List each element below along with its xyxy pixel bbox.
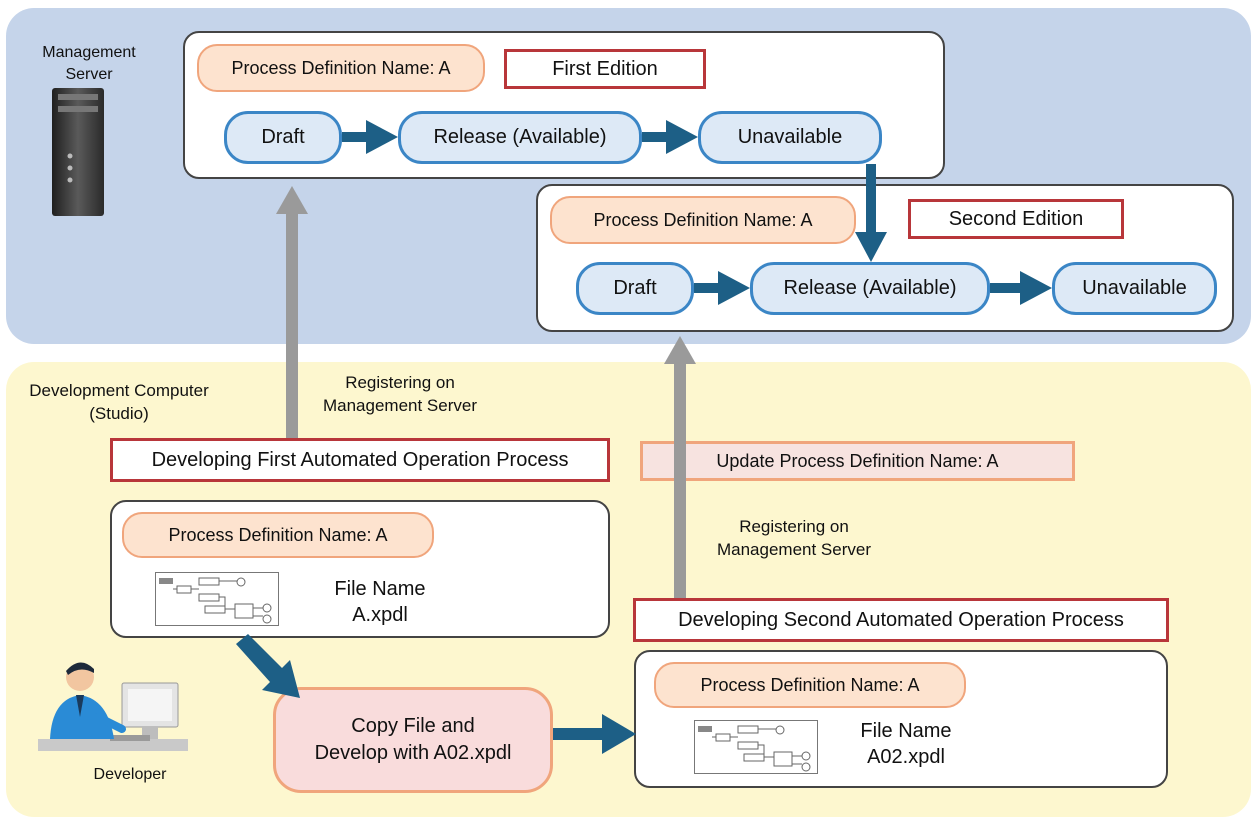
first-edition-draft-state: Draft bbox=[224, 111, 342, 164]
development-computer-label: Development Computer (Studio) bbox=[29, 381, 209, 423]
process-thumbnail-icon bbox=[694, 720, 818, 774]
copy-file-step: Copy File and Develop with A02.xpdl bbox=[273, 687, 553, 793]
first-edition-process-name: Process Definition Name: A bbox=[197, 44, 485, 92]
second-edition-unavailable-state: Unavailable bbox=[1052, 262, 1217, 315]
register-first-arrow bbox=[276, 186, 308, 438]
first-edition-label: First Edition bbox=[504, 49, 706, 89]
edition-transition-arrow bbox=[855, 164, 887, 262]
second-edition-process-name: Process Definition Name: A bbox=[550, 196, 856, 244]
first-file-process-name: Process Definition Name: A bbox=[122, 512, 434, 558]
state-arrow bbox=[990, 271, 1052, 305]
first-edition-unavailable-state: Unavailable bbox=[698, 111, 882, 164]
register-second-arrow bbox=[664, 336, 696, 598]
first-file-name: File Name A.xpdl bbox=[334, 578, 426, 626]
state-arrow bbox=[642, 120, 698, 154]
developer-label: Developer bbox=[93, 766, 167, 783]
second-edition-draft-state: Draft bbox=[576, 262, 694, 315]
first-development-title: Developing First Automated Operation Pro… bbox=[110, 438, 610, 482]
developer-icon bbox=[38, 662, 188, 751]
copy-flow-arrow bbox=[236, 634, 300, 698]
server-icon bbox=[52, 88, 104, 216]
state-arrow bbox=[342, 120, 398, 154]
register-first-label: Registering on Management Server bbox=[322, 373, 478, 415]
second-edition-release-state: Release (Available) bbox=[750, 262, 990, 315]
first-edition-release-state: Release (Available) bbox=[398, 111, 642, 164]
process-thumbnail-icon bbox=[155, 572, 279, 626]
state-arrow bbox=[694, 271, 750, 305]
update-process-name-label: Update Process Definition Name: A bbox=[640, 441, 1075, 481]
second-edition-label: Second Edition bbox=[908, 199, 1124, 239]
second-file-name: File Name A02.xpdl bbox=[860, 720, 952, 768]
management-server-label: Management Server bbox=[42, 44, 136, 83]
second-file-process-name: Process Definition Name: A bbox=[654, 662, 966, 708]
second-development-title: Developing Second Automated Operation Pr… bbox=[633, 598, 1169, 642]
copy-to-second-arrow bbox=[553, 714, 636, 754]
register-second-label: Registering on Management Server bbox=[716, 517, 872, 559]
